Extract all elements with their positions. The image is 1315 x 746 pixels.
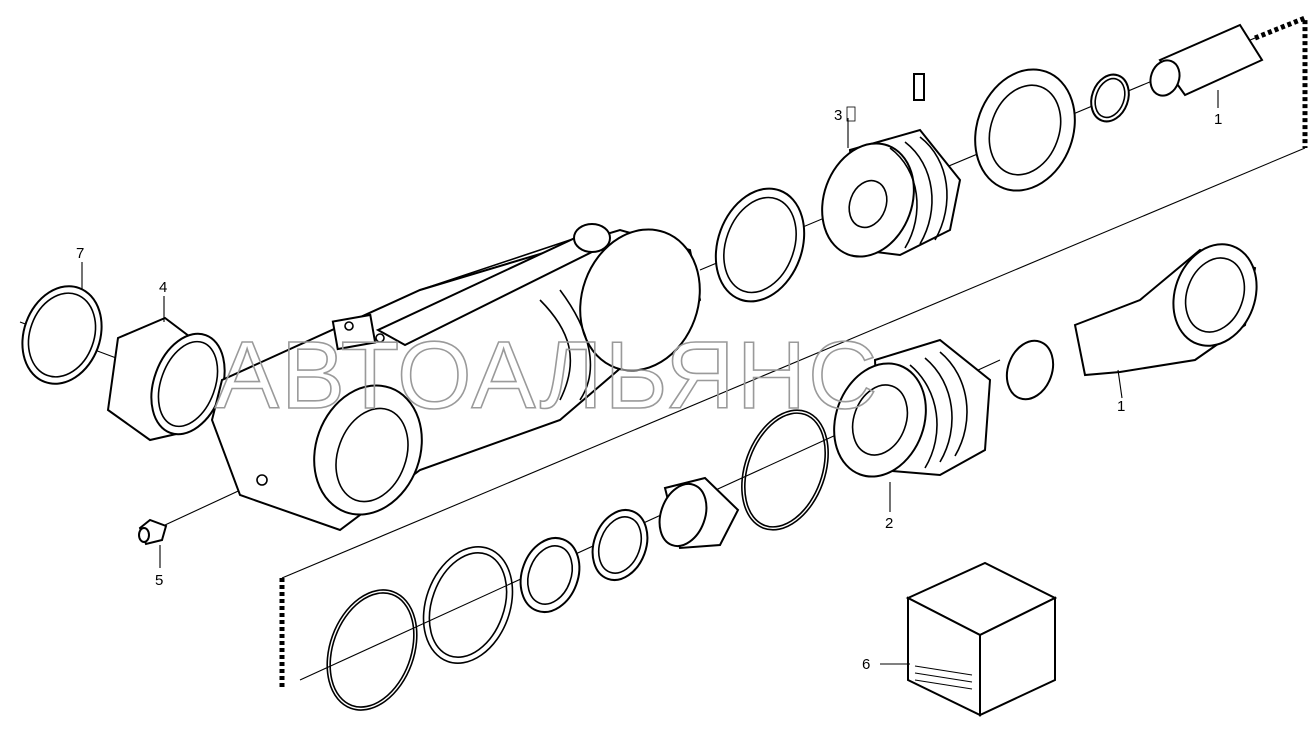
part-5-grease-nipple xyxy=(138,518,168,546)
guide-ring xyxy=(974,68,1076,192)
upper-dashed-bracket xyxy=(1254,14,1308,148)
part-6-box xyxy=(905,561,1058,717)
callout-2: 2 xyxy=(885,515,893,532)
callout-1-lower: 1 xyxy=(1117,398,1125,415)
callout-6: 6 xyxy=(862,656,870,673)
o-ring-lower xyxy=(326,589,418,711)
watermark-text: АВТОАЛЬЯНС xyxy=(215,322,879,429)
callout-1-upper: 1 xyxy=(1214,111,1222,128)
callout-3: 3 xyxy=(834,107,842,124)
part-7-wiper-ring xyxy=(21,285,103,385)
part-4-bushing xyxy=(106,316,226,442)
seal-ring-a xyxy=(591,509,649,581)
callout-3-box-icon xyxy=(846,106,856,122)
seal-ring-b xyxy=(519,537,581,613)
cylinder-body xyxy=(210,223,702,532)
part-3-piston xyxy=(821,73,962,258)
o-ring-large xyxy=(741,409,829,531)
callout-5: 5 xyxy=(155,572,163,589)
part-1-rod-end-upper xyxy=(1149,23,1264,97)
part-1-piston-rod xyxy=(1005,243,1258,401)
seal-ring-upper xyxy=(714,187,806,303)
bushing-small xyxy=(658,476,740,550)
seal-ring-c xyxy=(422,546,514,664)
callout-leaders xyxy=(81,90,1219,665)
callout-4: 4 xyxy=(159,279,167,296)
o-ring-upper xyxy=(1090,73,1130,123)
part-2-cylinder-head xyxy=(833,338,992,478)
callout-7: 7 xyxy=(76,245,84,262)
